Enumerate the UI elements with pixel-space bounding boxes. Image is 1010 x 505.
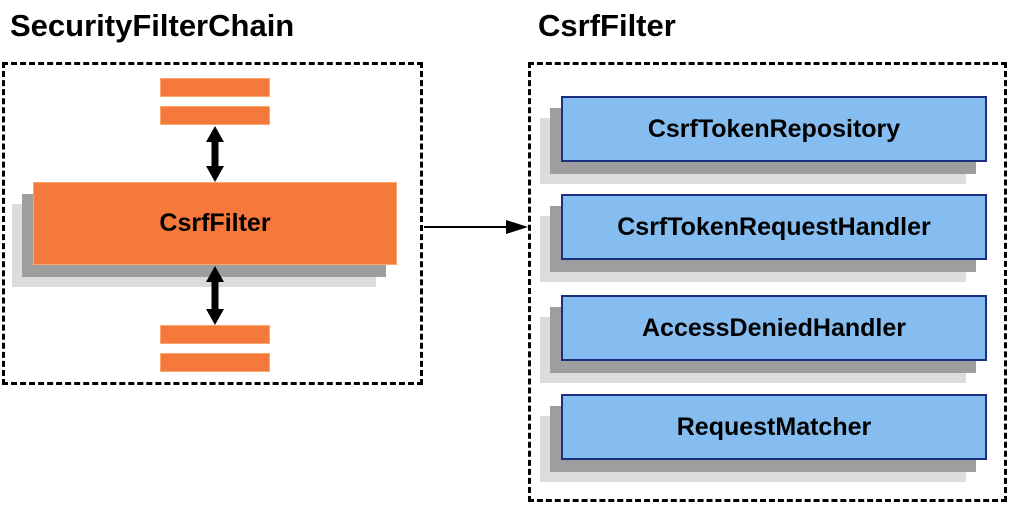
component-stack: RequestMatcher [540, 394, 987, 482]
csrf-token-repository-node: CsrfTokenRepository [561, 96, 987, 162]
csrf-filter-boundary [528, 62, 1007, 502]
access-denied-handler-node: AccessDeniedHandler [561, 295, 987, 361]
security-filter-chain-boundary [2, 62, 423, 385]
csrf-filter-title: CsrfFilter [538, 8, 676, 43]
security-filter-chain-title: SecurityFilterChain [10, 8, 295, 43]
filter-chain-bar [160, 353, 270, 372]
component-stack: CsrfTokenRepository [540, 96, 987, 184]
request-matcher-node: RequestMatcher [561, 394, 987, 460]
filter-chain-bar [160, 325, 270, 344]
bidirectional-arrow-icon [206, 126, 224, 182]
csrf-token-request-handler-node: CsrfTokenRequestHandler [561, 194, 987, 260]
flow-arrow-icon [424, 220, 528, 234]
component-stack: AccessDeniedHandler [540, 295, 987, 383]
csrf-filter-node: CsrfFilter [33, 182, 397, 265]
bidirectional-arrow-icon [206, 266, 224, 325]
filter-chain-bar [160, 78, 270, 97]
csrf-filter-node-stack: CsrfFilter [12, 182, 397, 287]
filter-chain-bar [160, 106, 270, 125]
component-stack: CsrfTokenRequestHandler [540, 194, 987, 282]
